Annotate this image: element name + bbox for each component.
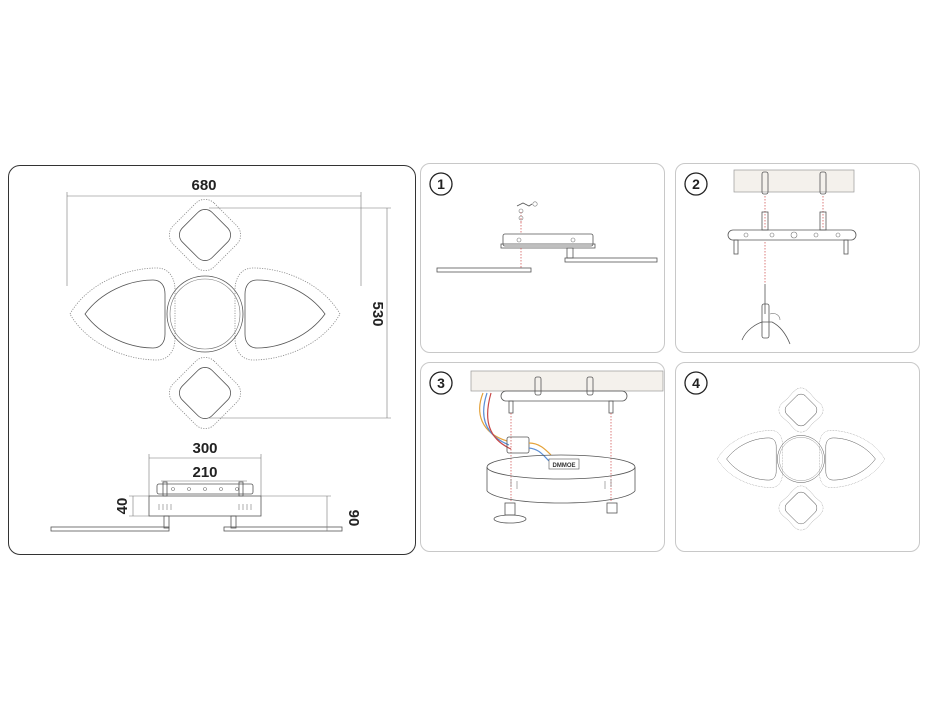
mount-spacing-label: 210 bbox=[192, 464, 217, 481]
step-2-diagram: 2 bbox=[684, 169, 857, 345]
canopy-length-dimension: 300 bbox=[148, 440, 262, 496]
step-4-panel: 4 bbox=[675, 362, 920, 552]
lamp-side-view bbox=[50, 481, 343, 532]
canopy-height-dimension: 40 bbox=[114, 495, 149, 517]
brand-label: DMMOE bbox=[553, 463, 576, 469]
screw-and-key bbox=[516, 201, 538, 222]
lamp-arms bbox=[436, 247, 658, 273]
petal-bottom bbox=[168, 356, 242, 430]
canopy-height-label: 40 bbox=[114, 498, 131, 515]
assembled-lamp bbox=[717, 387, 885, 531]
mount-spacing-dimension: 210 bbox=[161, 464, 247, 482]
step-2-number: 2 bbox=[692, 176, 700, 192]
step-4-badge bbox=[684, 371, 708, 395]
petal-right bbox=[234, 267, 341, 361]
mounting-bracket bbox=[500, 222, 596, 268]
total-height-dimension: 90 bbox=[261, 495, 362, 532]
petal-top bbox=[168, 198, 242, 272]
step-3-diagram: 3 DMMOE bbox=[429, 370, 664, 524]
depth-label: 530 bbox=[369, 301, 386, 326]
total-height-label: 90 bbox=[345, 510, 362, 527]
step-3-badge bbox=[429, 371, 453, 395]
depth-dimension: 530 bbox=[209, 207, 391, 419]
step-2-badge bbox=[684, 172, 708, 196]
width-dimension: 680 bbox=[66, 177, 362, 286]
width-label: 680 bbox=[191, 177, 216, 194]
lamp-drum: DMMOE bbox=[486, 454, 636, 524]
lamp-top-view-diagram: 680 530 bbox=[50, 177, 391, 532]
center-ring bbox=[166, 275, 244, 353]
step-3-number: 3 bbox=[437, 375, 445, 391]
lamp-top-view bbox=[69, 198, 341, 430]
step-3-panel: 3 DMMOE bbox=[420, 362, 665, 552]
wires bbox=[479, 392, 552, 462]
step-1-badge bbox=[429, 172, 453, 196]
canopy-length-label: 300 bbox=[192, 440, 217, 457]
screwdriver-hand bbox=[741, 284, 791, 345]
step-1-panel: 1 bbox=[420, 163, 665, 353]
step-1-number: 1 bbox=[437, 176, 445, 192]
step-4-number: 4 bbox=[692, 375, 700, 391]
step-2-panel: 2 bbox=[675, 163, 920, 353]
ceiling-block bbox=[733, 169, 855, 195]
petal-left bbox=[69, 267, 176, 361]
mounting-plate bbox=[727, 196, 857, 284]
ceiling-mount bbox=[470, 370, 664, 501]
dimensions-panel: 680 530 bbox=[8, 165, 416, 555]
step-4-diagram: 4 bbox=[684, 371, 885, 531]
step-1-diagram: 1 bbox=[429, 172, 658, 273]
